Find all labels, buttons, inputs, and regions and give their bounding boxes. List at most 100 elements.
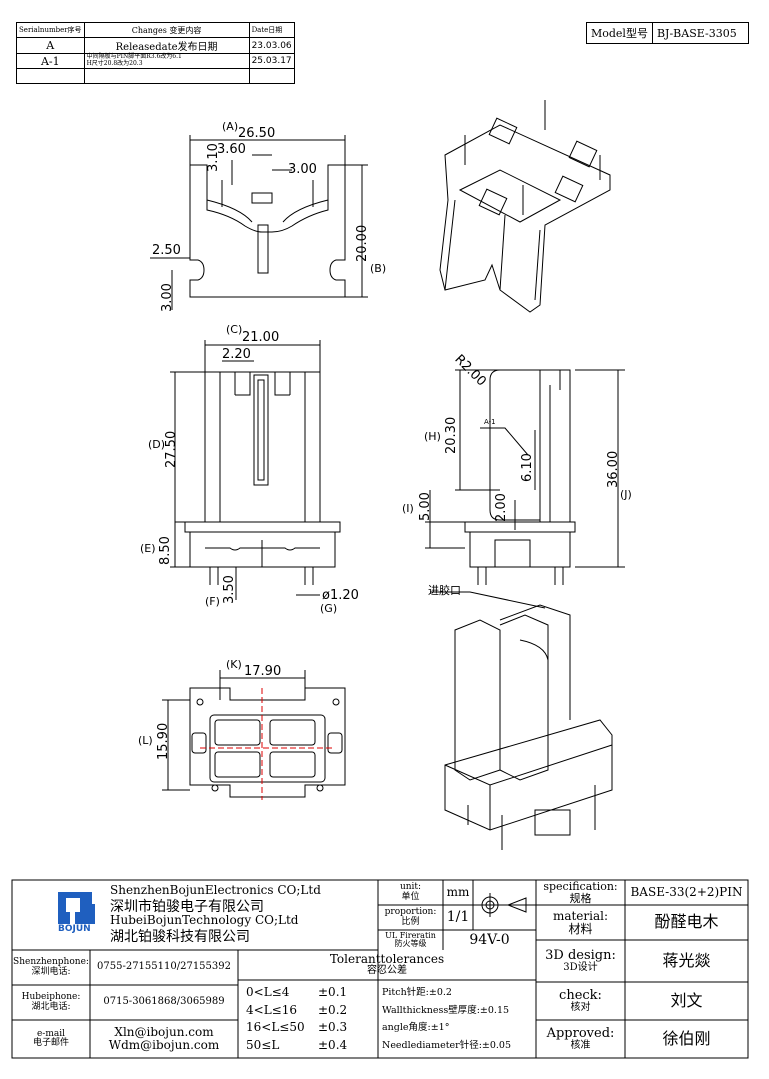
- model-value: BJ-BASE-3305: [656, 26, 737, 40]
- tol-angle: angle角度:±1°: [382, 1022, 450, 1033]
- company-cn-1: 深圳市铂骏电子有限公司: [110, 899, 264, 915]
- proportion-value: 1/1: [446, 909, 470, 926]
- dim-c: 21.00: [242, 330, 280, 345]
- dim-a-label: (A): [222, 120, 239, 133]
- gate-label: 进胶口: [428, 584, 461, 597]
- bojun-logo: [58, 892, 95, 924]
- dim-l: 15.90: [156, 722, 171, 760]
- rev-serial-a1: A-1: [16, 53, 85, 69]
- dim-310: 3.10: [206, 143, 221, 172]
- dim-b: 20.00: [355, 224, 370, 262]
- unit-en: unit:: [399, 882, 422, 893]
- iso-view-bottom: [430, 591, 613, 850]
- dim-b-label: (B): [370, 262, 387, 275]
- fire-value: 94V-0: [469, 931, 510, 948]
- dim-k: 17.90: [244, 664, 282, 679]
- proportion-en: proportion:: [384, 907, 437, 918]
- check-cell: check:核对: [536, 982, 625, 1020]
- email-en: e-mail: [36, 1028, 66, 1039]
- material-cn: 材料: [568, 921, 593, 936]
- design-en: 3D design:: [545, 947, 616, 963]
- tol-val-1: ±0.2: [318, 1002, 348, 1017]
- model-label: Model型号: [587, 23, 653, 43]
- sz-phone-cell: Shenzhenphone:深圳电话:: [12, 950, 90, 985]
- fire-en: UL Fireratin: [385, 930, 436, 940]
- dim-c-label: (C): [226, 323, 243, 336]
- side-view: [425, 369, 625, 585]
- tol-en: Toleranttolerances: [329, 952, 445, 967]
- bottom-view: [162, 670, 346, 800]
- top-view: [150, 135, 368, 310]
- dim-200: 2.00: [494, 493, 509, 522]
- email-1: Xln@ibojun.com: [114, 1025, 214, 1040]
- company-en-1: ShenzhenBojunElectronics CO;Ltd: [110, 883, 321, 897]
- material-cell: material:材料: [536, 905, 625, 940]
- dim-300: 3.00: [288, 162, 317, 177]
- tol-range-0: 0<L≤4: [246, 985, 290, 999]
- approved-cell: Approved:核准: [536, 1020, 625, 1058]
- tol-pitch: Pitch针距:±0.2: [382, 987, 452, 998]
- spec-cell: specification:规格: [536, 880, 625, 905]
- tol-val-0: ±0.1: [318, 985, 348, 999]
- company-en-2: HubeiBojunTechnology CO;Ltd: [110, 913, 299, 927]
- unit-cell: unit:单位: [378, 880, 443, 905]
- approved-cn: 核准: [570, 1039, 591, 1051]
- material-value: 酚醛电木: [654, 912, 719, 932]
- fire-cn: 防火等级: [394, 939, 427, 948]
- dim-f: 3.50: [222, 575, 237, 604]
- title-block-grid: [11, 879, 749, 1059]
- rev-date-a1: 25.03.17: [248, 53, 295, 69]
- material-en: material:: [552, 908, 609, 923]
- rev-change-a1-line1: 中间隔板与PIN脚平面R3.6改为6.1: [86, 53, 182, 61]
- dim-250: 2.50: [152, 243, 181, 258]
- dim-k-label: (K): [226, 658, 242, 671]
- dim-300b: 3.00: [160, 283, 175, 312]
- tol-wall: Wallthickness壁厚度:±0.15: [382, 1004, 510, 1016]
- dim-f-label: (F): [205, 595, 220, 608]
- sz-phone-cn: 深圳电话:: [31, 966, 71, 977]
- dim-a1: A-1: [484, 418, 496, 426]
- approved-en: Approved:: [546, 1025, 615, 1041]
- spec-cn: 规格: [569, 891, 592, 905]
- hb-phone-cn: 湖北电话:: [31, 1001, 71, 1012]
- tol-val-2: ±0.3: [318, 1020, 348, 1034]
- tol-range-3: 50≤L: [246, 1037, 280, 1052]
- unit-cn: 单位: [401, 891, 420, 902]
- hb-phone-cell: Hubeiphone:湖北电话:: [12, 985, 90, 1020]
- dim-d-label: (D): [148, 438, 166, 451]
- check-value: 刘文: [670, 990, 703, 1010]
- dim-g: ø1.20: [322, 588, 359, 603]
- design-cell: 3D design:3D设计: [536, 940, 625, 982]
- tolerance-values: ±0.1 ±0.2 ±0.3 ±0.4: [318, 984, 347, 1054]
- sz-phone: 0755-27155110/27155392: [97, 961, 231, 973]
- logo-text: BOJUN: [58, 924, 91, 934]
- dim-d: 27.50: [164, 430, 179, 468]
- dim-220: 2.20: [222, 347, 251, 362]
- tol-range-2: 16<L≤50: [246, 1020, 305, 1034]
- tolerance-ranges: 0<L≤4 4<L≤16 16<L≤50 50≤L: [246, 984, 305, 1054]
- tol-needle: Needlediameter针径:±0.05: [382, 1039, 512, 1051]
- email-2: Wdm@ibojun.com: [108, 1038, 220, 1052]
- hb-phone-en: Hubeiphone:: [21, 992, 81, 1003]
- rev-change-a1-line2: H尺寸20.8改为20.3: [86, 60, 143, 67]
- front-view: [170, 340, 341, 600]
- dim-e: 8.50: [158, 536, 173, 565]
- email-cn: 电子邮件: [32, 1038, 69, 1048]
- check-cn: 核对: [570, 1001, 591, 1013]
- unit-value: mm: [446, 885, 470, 900]
- tol-range-1: 4<L≤16: [246, 1002, 297, 1017]
- dim-a: 26.50: [238, 126, 276, 141]
- model-box: Model型号 BJ-BASE-3305: [586, 22, 749, 44]
- dim-g-label: (G): [320, 602, 338, 615]
- dim-i-label: (I): [402, 502, 414, 515]
- hb-phone: 0715-3061868/3065989: [103, 996, 225, 1008]
- check-en: check:: [559, 987, 602, 1003]
- spec-en: specification:: [543, 879, 618, 893]
- company-cn-2: 湖北铂骏科技有限公司: [110, 929, 250, 945]
- tolerance-notes: Pitch针距:±0.2 Wallthickness壁厚度:±0.15 angl…: [382, 984, 511, 1054]
- design-value: 蒋光燚: [662, 950, 711, 970]
